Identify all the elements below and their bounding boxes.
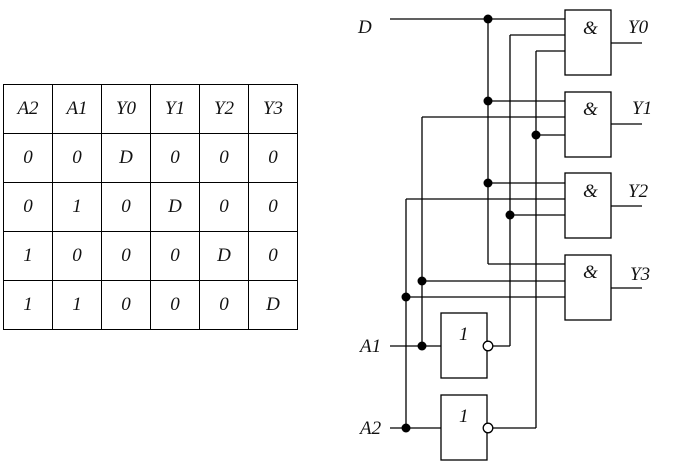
table-cell: D: [248, 280, 298, 330]
and-symbol: &: [583, 99, 598, 120]
output-label-y0: Y0: [628, 17, 649, 38]
output-label-y3: Y3: [630, 264, 650, 285]
wire-not-a1: [493, 34, 565, 347]
table-cell: 1: [3, 231, 53, 281]
not-symbol: 1: [459, 324, 469, 345]
output-label-y1: Y1: [632, 98, 652, 119]
header-cell: A2: [3, 84, 53, 134]
junction-dot: [417, 341, 427, 351]
junction-dot: [505, 210, 515, 220]
table-cell: 0: [52, 231, 102, 281]
table-cell: 0: [248, 133, 298, 183]
junction-dot: [401, 292, 411, 302]
input-label-a2: A2: [358, 418, 382, 439]
table-row: 1 0 0 0 D 0: [3, 231, 298, 281]
and-symbol: &: [583, 181, 598, 202]
junction-dot: [483, 14, 493, 24]
wire-d: [390, 18, 565, 265]
table-cell: 1: [3, 280, 53, 330]
header-cell: A1: [52, 84, 102, 134]
table-cell: 0: [199, 133, 249, 183]
table-cell: 0: [248, 231, 298, 281]
input-label-a1: A1: [358, 336, 381, 357]
table-cell: D: [150, 182, 200, 232]
and-gate-y1: & Y1: [564, 91, 652, 158]
not-gate-a2: 1: [440, 394, 494, 461]
wire-not-a2: [493, 50, 565, 429]
table-header-row: A2 A1 Y0 Y1 Y2 Y3: [3, 84, 298, 134]
table-cell: 0: [3, 182, 53, 232]
output-label-y2: Y2: [628, 181, 649, 202]
and-gate-y0: & Y0: [564, 9, 649, 76]
inverter-bubble: [482, 422, 494, 434]
table-cell: 0: [248, 182, 298, 232]
table-cell: 0: [101, 182, 151, 232]
table-cell: 0: [199, 182, 249, 232]
table-row: 0 0 D 0 0 0: [3, 133, 298, 183]
and-symbol: &: [583, 18, 598, 39]
header-cell: Y3: [248, 84, 298, 134]
junction-dot: [401, 423, 411, 433]
truth-table: A2 A1 Y0 Y1 Y2 Y3 0 0 D 0 0 0 0 1 0 D 0 …: [3, 84, 298, 330]
and-gate-y3: & Y3: [564, 254, 650, 321]
table-cell: 0: [3, 133, 53, 183]
table-cell: 1: [52, 182, 102, 232]
junction-dot: [531, 130, 541, 140]
not-symbol: 1: [459, 406, 469, 427]
header-cell: Y1: [150, 84, 200, 134]
junction-dot: [483, 96, 493, 106]
table-cell: D: [199, 231, 249, 281]
not-gate-a1: 1: [440, 312, 494, 379]
wire-a1: [390, 116, 565, 347]
table-row: 1 1 0 0 0 D: [3, 280, 298, 330]
and-symbol: &: [583, 262, 598, 283]
wire-a2: [390, 198, 565, 429]
junction-dot: [417, 276, 427, 286]
input-label-d: D: [357, 17, 372, 38]
table-row: 0 1 0 D 0 0: [3, 182, 298, 232]
inverter-bubble: [482, 340, 494, 352]
junction-dot: [483, 178, 493, 188]
table-cell: 0: [52, 133, 102, 183]
and-gate-y2: & Y2: [564, 172, 649, 239]
